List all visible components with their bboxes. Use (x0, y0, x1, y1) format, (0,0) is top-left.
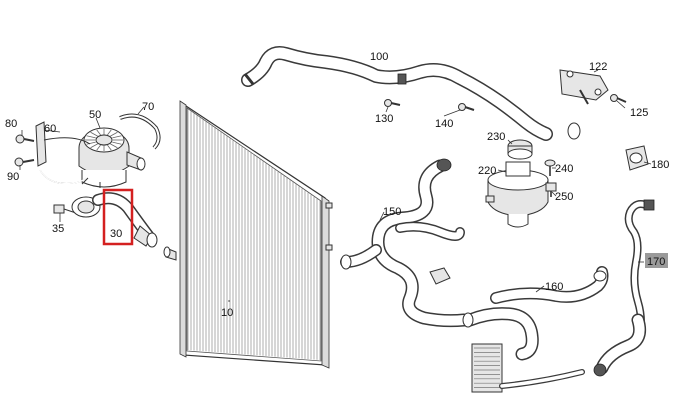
bolt-90[interactable] (14, 157, 35, 167)
bracket-122[interactable] (559, 69, 609, 105)
label-50[interactable]: 50 (89, 109, 101, 121)
label-220[interactable]: 220 (478, 165, 496, 177)
hose-100[interactable] (241, 46, 581, 141)
pump-ribs (85, 129, 123, 151)
label-70[interactable]: 70 (142, 101, 154, 113)
label-170[interactable]: 170 (647, 256, 665, 268)
label-140[interactable]: 140 (435, 118, 453, 130)
highlight-box-30 (102, 188, 134, 246)
callout-labels: 10 30 35 50 60 70 80 90 100 122 125 130 … (5, 51, 669, 319)
label-125[interactable]: 125 (630, 107, 648, 119)
bracket-180[interactable] (625, 145, 649, 171)
expansion-tank-cap[interactable] (507, 139, 533, 160)
label-160[interactable]: 160 (545, 281, 563, 293)
label-130[interactable]: 130 (375, 113, 393, 125)
radiator-fins (187, 109, 321, 360)
label-90[interactable]: 90 (7, 171, 19, 183)
label-100[interactable]: 100 (370, 51, 388, 63)
label-170-bg (645, 253, 668, 268)
electric-water-pump[interactable] (78, 127, 146, 188)
label-180[interactable]: 180 (651, 159, 669, 171)
label-30[interactable]: 30 (110, 228, 122, 240)
label-10[interactable]: 10 (221, 307, 233, 319)
hose-30[interactable] (92, 192, 158, 248)
label-150[interactable]: 150 (383, 206, 401, 218)
oil-cooler[interactable] (471, 343, 585, 393)
radiator[interactable] (163, 100, 333, 369)
bolt-130[interactable] (384, 99, 401, 107)
screw-240[interactable] (544, 159, 556, 176)
label-230[interactable]: 230 (487, 131, 505, 143)
cooler-fins (474, 347, 500, 388)
hose-150[interactable] (340, 158, 471, 328)
hose-160[interactable] (462, 266, 609, 361)
label-60[interactable]: 60 (44, 123, 56, 135)
bolt-80[interactable] (15, 134, 35, 144)
bolt-125[interactable] (610, 94, 627, 103)
hose-170[interactable] (593, 199, 655, 377)
label-250[interactable]: 250 (555, 191, 573, 203)
expansion-tank[interactable] (485, 161, 549, 228)
sensor-250[interactable] (545, 182, 557, 197)
pump-bracket[interactable] (35, 121, 91, 185)
label-122[interactable]: 122 (589, 61, 607, 73)
label-35[interactable]: 35 (52, 223, 64, 235)
label-240[interactable]: 240 (555, 163, 573, 175)
pump-clamp[interactable] (119, 113, 161, 150)
bolt-140[interactable] (458, 103, 475, 111)
label-80[interactable]: 80 (5, 118, 17, 130)
leader-lines (19, 69, 652, 302)
